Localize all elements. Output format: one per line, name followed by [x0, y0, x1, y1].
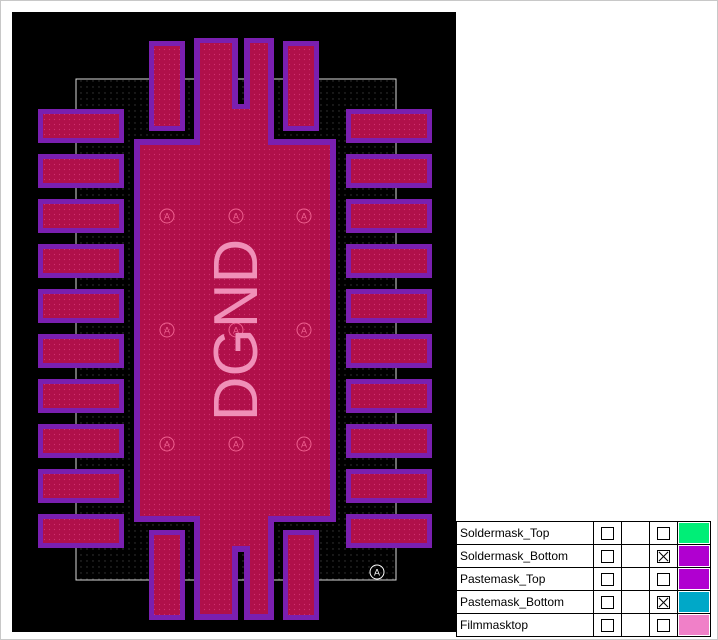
via-marker-7[interactable]: A — [159, 436, 175, 452]
pcb-canvas[interactable]: A A A A A A A A A A DGND — [12, 12, 456, 632]
via-marker-letter: A — [301, 212, 307, 222]
layer-show-checkbox[interactable] — [601, 619, 614, 633]
pad-right-5[interactable] — [346, 289, 432, 323]
layer-row: Soldermask_Top — [456, 521, 711, 545]
pad-left-5[interactable] — [38, 289, 124, 323]
layer-show-cell — [593, 544, 622, 568]
layer-visible-checkbox[interactable] — [657, 550, 670, 564]
layer-visible-cell — [649, 590, 678, 614]
layer-empty-cell — [621, 590, 650, 614]
layer-visible-cell — [649, 544, 678, 568]
via-marker-letter: A — [301, 440, 307, 450]
layer-name: Soldermask_Top — [456, 521, 594, 545]
pad-right-4[interactable] — [346, 244, 432, 278]
pad-right-10[interactable] — [346, 514, 432, 548]
layer-show-checkbox[interactable] — [601, 596, 614, 610]
layer-empty-cell — [621, 613, 650, 637]
via-marker-letter: A — [301, 326, 307, 336]
layer-color-swatch[interactable] — [679, 523, 709, 543]
pad-left-9[interactable] — [38, 469, 124, 503]
layer-name: Soldermask_Bottom — [456, 544, 594, 568]
top-pads — [149, 41, 319, 131]
layer-empty-cell — [621, 544, 650, 568]
pad-label: DGND — [202, 239, 271, 422]
pad-right-8[interactable] — [346, 424, 432, 458]
via-marker-4[interactable]: A — [159, 322, 175, 338]
layer-name: Pastemask_Bottom — [456, 590, 594, 614]
layer-visible-cell — [649, 521, 678, 545]
via-marker-letter: A — [164, 440, 170, 450]
side-pads — [38, 109, 432, 548]
layer-visible-checkbox[interactable] — [657, 596, 670, 610]
layer-color-swatch[interactable] — [679, 615, 709, 635]
via-marker-letter: A — [164, 212, 170, 222]
pad-left-1[interactable] — [38, 109, 124, 143]
pad-left-8[interactable] — [38, 424, 124, 458]
footprint-view[interactable]: A A A A A A A A A A DGND — [12, 12, 456, 632]
via-marker-letter: A — [164, 326, 170, 336]
layer-visible-cell — [649, 613, 678, 637]
via-marker-letter: A — [233, 440, 239, 450]
layer-empty-cell — [621, 567, 650, 591]
pad-right-2[interactable] — [346, 154, 432, 188]
pad-right-1[interactable] — [346, 109, 432, 143]
via-marker-2[interactable]: A — [228, 208, 244, 224]
layer-show-checkbox[interactable] — [601, 573, 614, 587]
pad-left-3[interactable] — [38, 199, 124, 233]
pad-right-9[interactable] — [346, 469, 432, 503]
via-marker-5[interactable]: A — [228, 322, 244, 338]
via-marker-letter: A — [233, 212, 239, 222]
pad-left-7[interactable] — [38, 379, 124, 413]
layer-color-cell[interactable] — [677, 544, 711, 568]
layer-visible-cell — [649, 567, 678, 591]
pad-left-4[interactable] — [38, 244, 124, 278]
pad-left-6[interactable] — [38, 334, 124, 368]
layer-color-cell[interactable] — [677, 521, 711, 545]
layer-empty-cell — [621, 521, 650, 545]
via-marker-8[interactable]: A — [228, 436, 244, 452]
layer-row: Pastemask_Top — [456, 567, 711, 591]
layer-show-cell — [593, 613, 622, 637]
via-marker-letter: A — [233, 326, 239, 336]
pad-left-10[interactable] — [38, 514, 124, 548]
via-marker-1[interactable]: A — [159, 208, 175, 224]
center-pad[interactable] — [134, 38, 336, 620]
layer-row: Filmmasktop — [456, 613, 711, 637]
layer-name: Pastemask_Top — [456, 567, 594, 591]
layer-row: Soldermask_Bottom — [456, 544, 711, 568]
layer-show-cell — [593, 567, 622, 591]
layer-color-swatch[interactable] — [679, 546, 709, 566]
layer-row: Pastemask_Bottom — [456, 590, 711, 614]
pad-right-6[interactable] — [346, 334, 432, 368]
layer-show-cell — [593, 590, 622, 614]
layer-color-cell[interactable] — [677, 613, 711, 637]
layer-show-cell — [593, 521, 622, 545]
bottom-pads — [149, 530, 319, 620]
layer-visible-checkbox[interactable] — [657, 573, 670, 587]
via-marker-10[interactable]: A — [369, 564, 385, 580]
pad-right-7[interactable] — [346, 379, 432, 413]
layer-show-checkbox[interactable] — [601, 527, 614, 541]
layer-color-cell[interactable] — [677, 567, 711, 591]
via-marker-letter: A — [374, 568, 380, 578]
via-marker-3[interactable]: A — [296, 208, 312, 224]
layer-visible-checkbox[interactable] — [657, 527, 670, 541]
layer-visible-checkbox[interactable] — [657, 619, 670, 633]
layer-name: Filmmasktop — [456, 613, 594, 637]
layer-color-swatch[interactable] — [679, 592, 709, 612]
pad-right-3[interactable] — [346, 199, 432, 233]
via-marker-6[interactable]: A — [296, 322, 312, 338]
pad-left-2[interactable] — [38, 154, 124, 188]
layer-color-swatch[interactable] — [679, 569, 709, 589]
via-marker-9[interactable]: A — [296, 436, 312, 452]
layer-show-checkbox[interactable] — [601, 550, 614, 564]
layer-color-cell[interactable] — [677, 590, 711, 614]
via-markers: A A A A A A A A A A — [159, 208, 385, 580]
